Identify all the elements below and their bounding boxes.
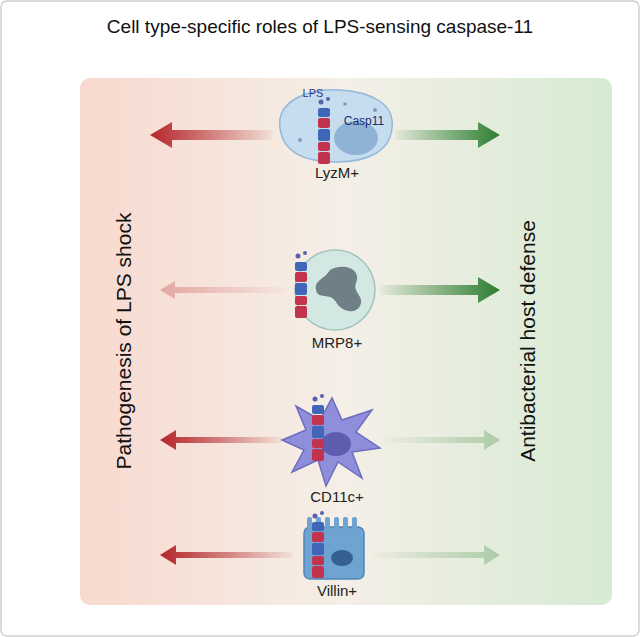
red-arrow — [160, 545, 292, 565]
axis-label: Pathogenesis of LPS shock — [112, 213, 136, 470]
cell-label: Villin+ — [317, 582, 357, 599]
caspase-11 — [318, 97, 330, 164]
red-arrow — [160, 430, 282, 450]
caspase-11 — [312, 394, 324, 461]
green-arrow — [372, 545, 500, 565]
panel — [80, 78, 612, 605]
green-arrow — [395, 122, 500, 148]
lps-label: LPS — [303, 87, 324, 99]
axis-label: Antibacterial host defense — [516, 220, 540, 462]
dendritic-cell — [282, 398, 380, 486]
green-arrow — [380, 277, 500, 303]
macrophage-cell — [280, 90, 393, 162]
red-arrow — [160, 281, 285, 299]
caspase-11 — [295, 251, 307, 318]
casp11-label: Casp11 — [344, 114, 384, 128]
cell-label: LyzM+ — [315, 164, 359, 181]
title: Cell type-specific roles of LPS-sensing … — [107, 16, 533, 38]
cell-node: CD11c+ — [262, 394, 412, 506]
cell-label: CD11c+ — [310, 488, 364, 505]
neutrophil-cell — [295, 250, 375, 330]
green-arrow — [385, 430, 500, 450]
nucleus — [321, 432, 351, 456]
cell-node: MRP8+ — [262, 246, 412, 354]
red-arrow — [150, 122, 272, 148]
cell-node: Villin+ — [262, 512, 412, 604]
nucleus — [316, 267, 361, 311]
cell-label: MRP8+ — [312, 334, 362, 351]
caspase-11 — [312, 511, 324, 578]
cell-node: LPS Casp11LyzM+ — [262, 86, 412, 184]
